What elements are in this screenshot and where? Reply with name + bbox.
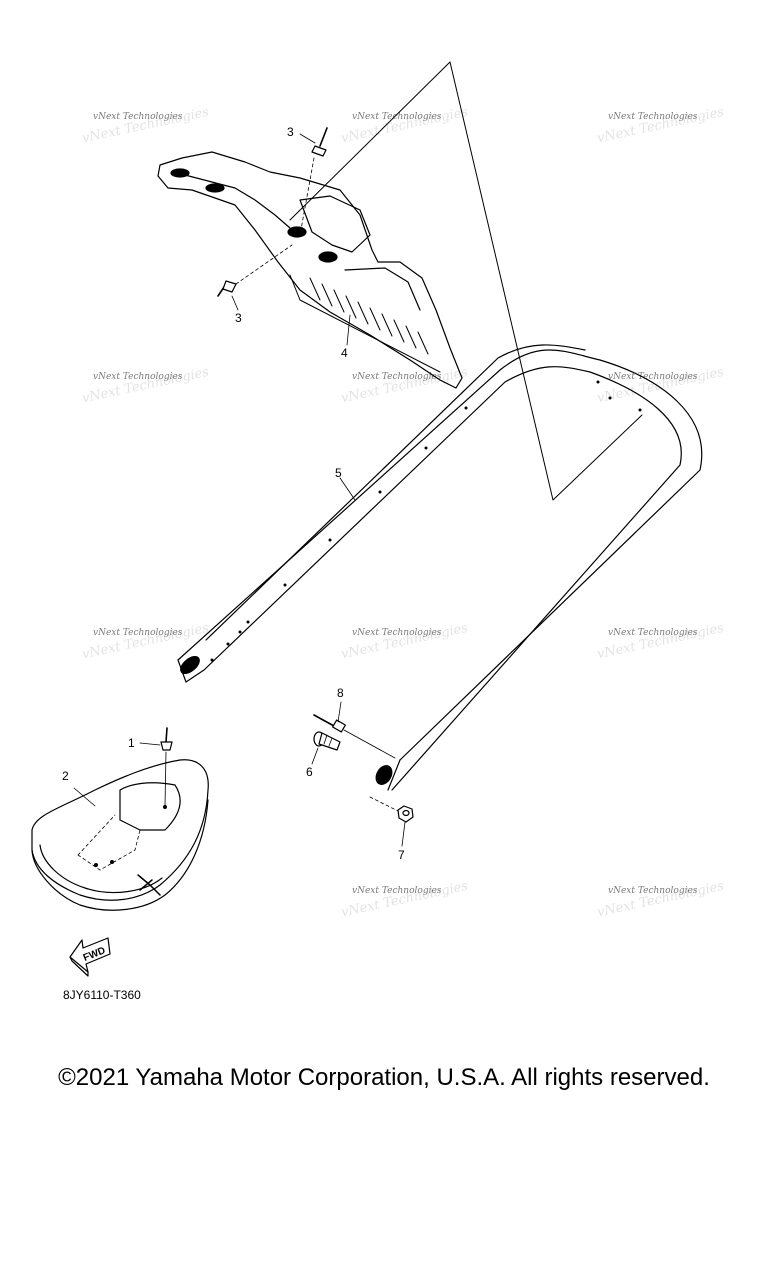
bolt-part-6 [313, 731, 341, 751]
callout-6: 6 [306, 765, 313, 779]
callout-3: 3 [287, 125, 294, 139]
bracket-part-4 [157, 151, 463, 389]
rivet-part-3-bottom [217, 244, 293, 297]
grab-rail-part-5 [177, 344, 703, 791]
copyright-notice: ©2021 Yamaha Motor Corporation, U.S.A. A… [58, 1064, 710, 1091]
reference-line [289, 61, 643, 501]
rivet-part-1 [160, 727, 173, 807]
callout-7: 7 [398, 848, 405, 862]
callout-2: 2 [62, 769, 69, 783]
callout-3: 3 [235, 311, 242, 325]
nut-part-7 [369, 796, 414, 823]
callout-4: 4 [341, 346, 348, 360]
callout-1: 1 [128, 736, 135, 750]
rivet-part-3-top [299, 127, 328, 236]
callout-5: 5 [335, 466, 342, 480]
diagram-code: 8JY6110-T360 [63, 988, 141, 1002]
pad-part-2 [31, 759, 209, 911]
fwd-arrow-icon [69, 937, 111, 977]
parts-diagram: 1 2 3 3 4 5 6 7 8 FWD [31, 61, 703, 977]
rivet-part-8 [313, 714, 396, 759]
callout-8: 8 [337, 686, 344, 700]
